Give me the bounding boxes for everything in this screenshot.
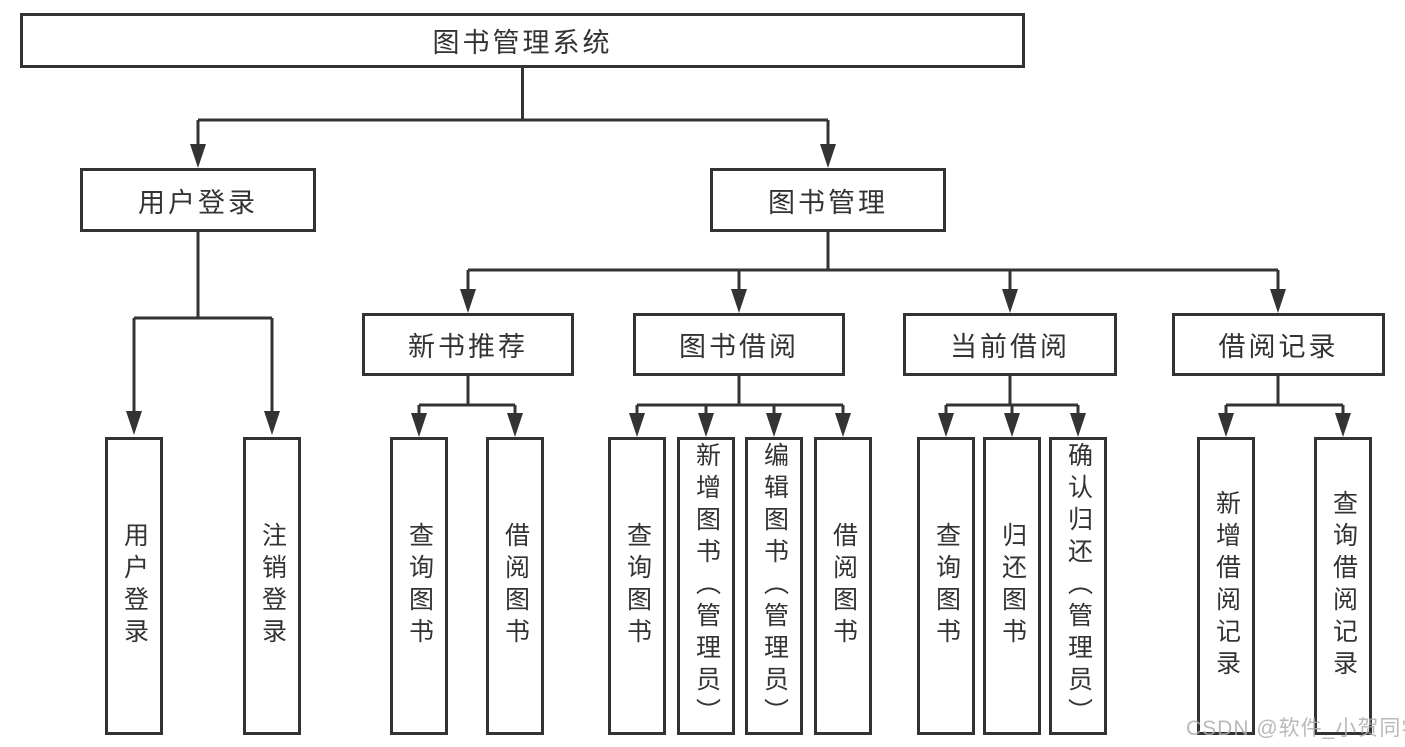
leaf-bb-edit-books-admin: 编辑图书（管理员） xyxy=(745,437,803,735)
arrowhead xyxy=(460,289,476,313)
leaf-nb-borrow-books: 借阅图书 xyxy=(486,437,544,735)
arrowhead xyxy=(411,413,427,437)
arrowhead xyxy=(1270,289,1286,313)
arrowhead xyxy=(190,144,206,168)
node-user-login-label: 用户登录 xyxy=(138,187,258,218)
leaf-cb-confirm-return-admin: 确认归还（管理员） xyxy=(1049,437,1107,735)
node-book-borrowing-label: 图书借阅 xyxy=(679,332,799,362)
leaf-br-query-record: 查询借阅记录 xyxy=(1314,437,1372,735)
leaf-bb-add-books-admin: 新增图书（管理员） xyxy=(677,437,735,735)
arrowhead xyxy=(698,413,714,437)
node-borrowing-records: 借阅记录 xyxy=(1172,313,1385,376)
leaf-bb-edit-books-admin-label: 编辑图书（管理员） xyxy=(760,442,789,730)
node-book-borrowing: 图书借阅 xyxy=(633,313,845,376)
arrowhead xyxy=(766,413,782,437)
node-root-label: 图书管理系统 xyxy=(432,28,613,58)
node-current-borrowing-label: 当前借阅 xyxy=(950,332,1070,362)
leaf-cb-query-books-label: 查询图书 xyxy=(932,522,961,650)
leaf-bb-add-books-admin-label: 新增图书（管理员） xyxy=(692,442,721,730)
leaf-cb-confirm-return-admin-label: 确认归还（管理员） xyxy=(1064,442,1093,730)
arrowhead xyxy=(938,413,954,437)
leaf-logout: 注销登录 xyxy=(243,437,301,735)
leaf-cb-return-books-label: 归还图书 xyxy=(998,522,1027,650)
node-current-borrowing: 当前借阅 xyxy=(903,313,1117,376)
leaf-cb-query-books: 查询图书 xyxy=(917,437,975,735)
watermark: CSDN @软件_小贺同学 xyxy=(1186,717,1405,740)
arrowhead xyxy=(126,411,142,435)
arrowhead xyxy=(507,413,523,437)
arrowhead xyxy=(1002,289,1018,313)
arrowhead xyxy=(835,413,851,437)
node-new-book-recommend: 新书推荐 xyxy=(362,313,574,376)
leaf-bb-borrow-books: 借阅图书 xyxy=(814,437,872,735)
leaf-bb-query-books-label: 查询图书 xyxy=(623,522,652,650)
arrowhead xyxy=(1218,413,1234,437)
leaf-br-query-record-label: 查询借阅记录 xyxy=(1329,490,1358,682)
arrowhead xyxy=(820,144,836,168)
leaf-nb-query-books-label: 查询图书 xyxy=(405,522,434,650)
arrowhead xyxy=(731,289,747,313)
leaf-cb-return-books: 归还图书 xyxy=(983,437,1041,735)
arrowhead xyxy=(1335,413,1351,437)
leaf-nb-query-books: 查询图书 xyxy=(390,437,448,735)
leaf-br-add-record: 新增借阅记录 xyxy=(1197,437,1255,735)
node-root: 图书管理系统 xyxy=(20,13,1025,68)
leaf-br-add-record-label: 新增借阅记录 xyxy=(1212,490,1241,682)
leaf-user-login: 用户登录 xyxy=(105,437,163,735)
leaf-nb-borrow-books-label: 借阅图书 xyxy=(501,522,530,650)
arrowhead xyxy=(264,411,280,435)
leaf-logout-label: 注销登录 xyxy=(258,522,287,650)
leaf-bb-borrow-books-label: 借阅图书 xyxy=(829,522,858,650)
leaf-user-login-label: 用户登录 xyxy=(120,522,149,650)
node-user-login: 用户登录 xyxy=(80,168,316,232)
node-borrowing-records-label: 借阅记录 xyxy=(1218,332,1339,362)
arrowhead xyxy=(629,413,645,437)
node-book-management-label: 图书管理 xyxy=(768,187,888,218)
node-book-management: 图书管理 xyxy=(710,168,946,232)
arrowhead xyxy=(1004,413,1020,437)
arrowhead xyxy=(1070,413,1086,437)
node-new-book-recommend-label: 新书推荐 xyxy=(408,332,528,362)
leaf-bb-query-books: 查询图书 xyxy=(608,437,666,735)
